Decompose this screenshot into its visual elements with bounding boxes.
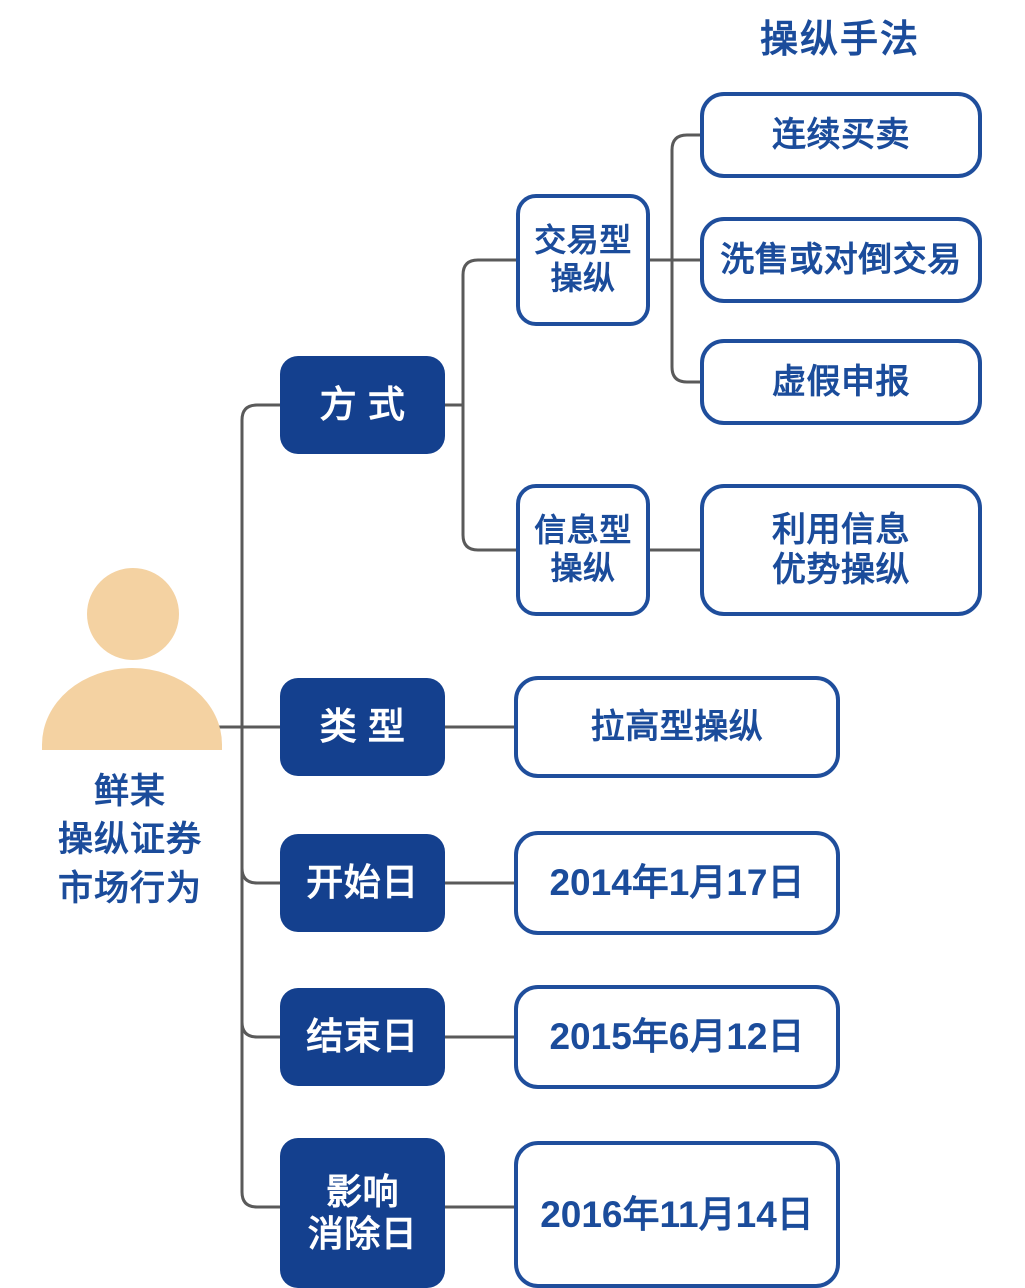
branch-chip-method[interactable]: 方 式 [280,356,445,454]
value-end-date[interactable]: 2015年6月12日 [514,985,840,1089]
branch-chip-type[interactable]: 类 型 [280,678,445,776]
branch-chip-end-date[interactable]: 结束日 [280,988,445,1086]
avatar-head [87,568,179,660]
node-information-type[interactable]: 信息型 操纵 [516,484,650,616]
avatar-body [42,668,222,750]
subject-label: 鲜某 操纵证券 市场行为 [57,772,202,908]
value-type[interactable]: 拉高型操纵 [514,676,840,778]
leaf-false-declaration[interactable]: 虚假申报 [700,339,982,425]
branch-chip-effect-removal-date[interactable]: 影响 消除日 [280,1138,445,1288]
page-title: 操纵手法 [759,19,920,61]
leaf-information-advantage[interactable]: 利用信息 优势操纵 [700,484,982,616]
node-trading-type[interactable]: 交易型 操纵 [516,194,650,326]
value-start-date[interactable]: 2014年1月17日 [514,831,840,935]
person-avatar-icon [42,568,222,750]
value-effect-removal-date[interactable]: 2016年11月14日 [514,1141,840,1288]
leaf-wash-or-matched-trading[interactable]: 洗售或对倒交易 [700,217,982,303]
branch-chip-start-date[interactable]: 开始日 [280,834,445,932]
leaf-continuous-trading[interactable]: 连续买卖 [700,92,982,178]
